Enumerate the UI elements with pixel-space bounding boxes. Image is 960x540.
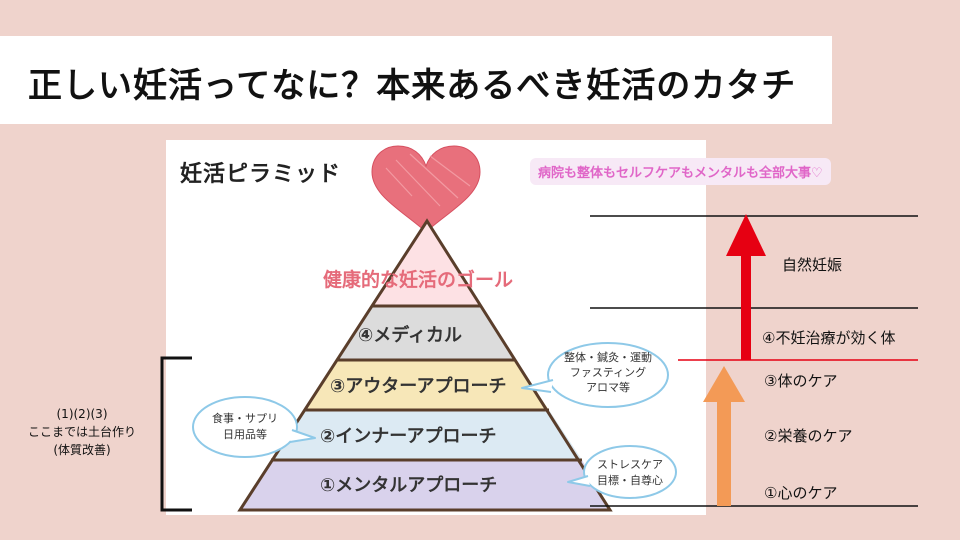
- orange-arrow-shaft: [717, 400, 731, 506]
- medical-band: [338, 306, 515, 360]
- left-bracket: [160, 356, 192, 512]
- medical-label: ④メディカル: [358, 321, 462, 347]
- mental-band: [240, 460, 610, 510]
- red-arrow-shaft: [741, 254, 751, 360]
- level1-number: ①: [320, 475, 336, 496]
- inner-bubble: [192, 396, 298, 458]
- panel-title: 妊活ピラミッド: [180, 162, 342, 187]
- level4-text: メディカル: [373, 325, 462, 346]
- level2-number: ②: [320, 426, 336, 447]
- red-arrow-head: [726, 214, 766, 256]
- inner-bubble-text: 食事・サプリ 日用品等: [212, 412, 278, 441]
- outer-bubble-text: 整体・鍼灸・運動 ファスティング アロマ等: [564, 351, 652, 394]
- heart-icon: [371, 145, 481, 233]
- level1-text: メンタルアプローチ: [335, 475, 498, 496]
- slide-title: 正しい妊活ってなに？本来あるべき妊活のカタチ: [28, 66, 797, 106]
- pyramid-outline: [237, 218, 613, 512]
- mind-care-label: ①心のケア: [764, 484, 838, 502]
- outer-band: [305, 360, 549, 410]
- inner-label: ②インナーアプローチ: [320, 422, 497, 448]
- natural-pregnancy-label: 自然妊娠: [782, 256, 843, 274]
- goal-band: [372, 221, 481, 306]
- level3-text: アウターアプローチ: [345, 376, 507, 397]
- note-badge: 病院も整体もセルフケアもメンタルも全部大事♡: [530, 158, 831, 185]
- orange-arrow-head: [703, 366, 745, 402]
- nutrition-care-label: ②栄養のケア: [764, 427, 853, 445]
- inner-band: [271, 410, 582, 460]
- title-banner: 正しい妊活ってなに？本来あるべき妊活のカタチ: [0, 36, 832, 124]
- level3-number: ③: [330, 376, 346, 397]
- level2-text: インナーアプローチ: [335, 426, 497, 447]
- body-care-label: ③体のケア: [764, 372, 838, 390]
- fertility-treatment-label: ④不妊治療が効く体: [762, 329, 896, 347]
- mental-bubble-text: ストレスケア 目標・自尊心: [597, 458, 663, 487]
- goal-label: 健康的な妊活のゴール: [323, 269, 514, 291]
- foundation-note: (1)(2)(3) ここまでは土台作り (体質改善): [27, 407, 136, 457]
- level4-number: ④: [358, 325, 374, 346]
- heart-texture: [385, 153, 471, 207]
- mental-bubble: [583, 445, 677, 499]
- outer-label: ③アウターアプローチ: [330, 372, 507, 398]
- outer-bubble: [547, 342, 669, 408]
- mental-label: ①メンタルアプローチ: [320, 471, 497, 497]
